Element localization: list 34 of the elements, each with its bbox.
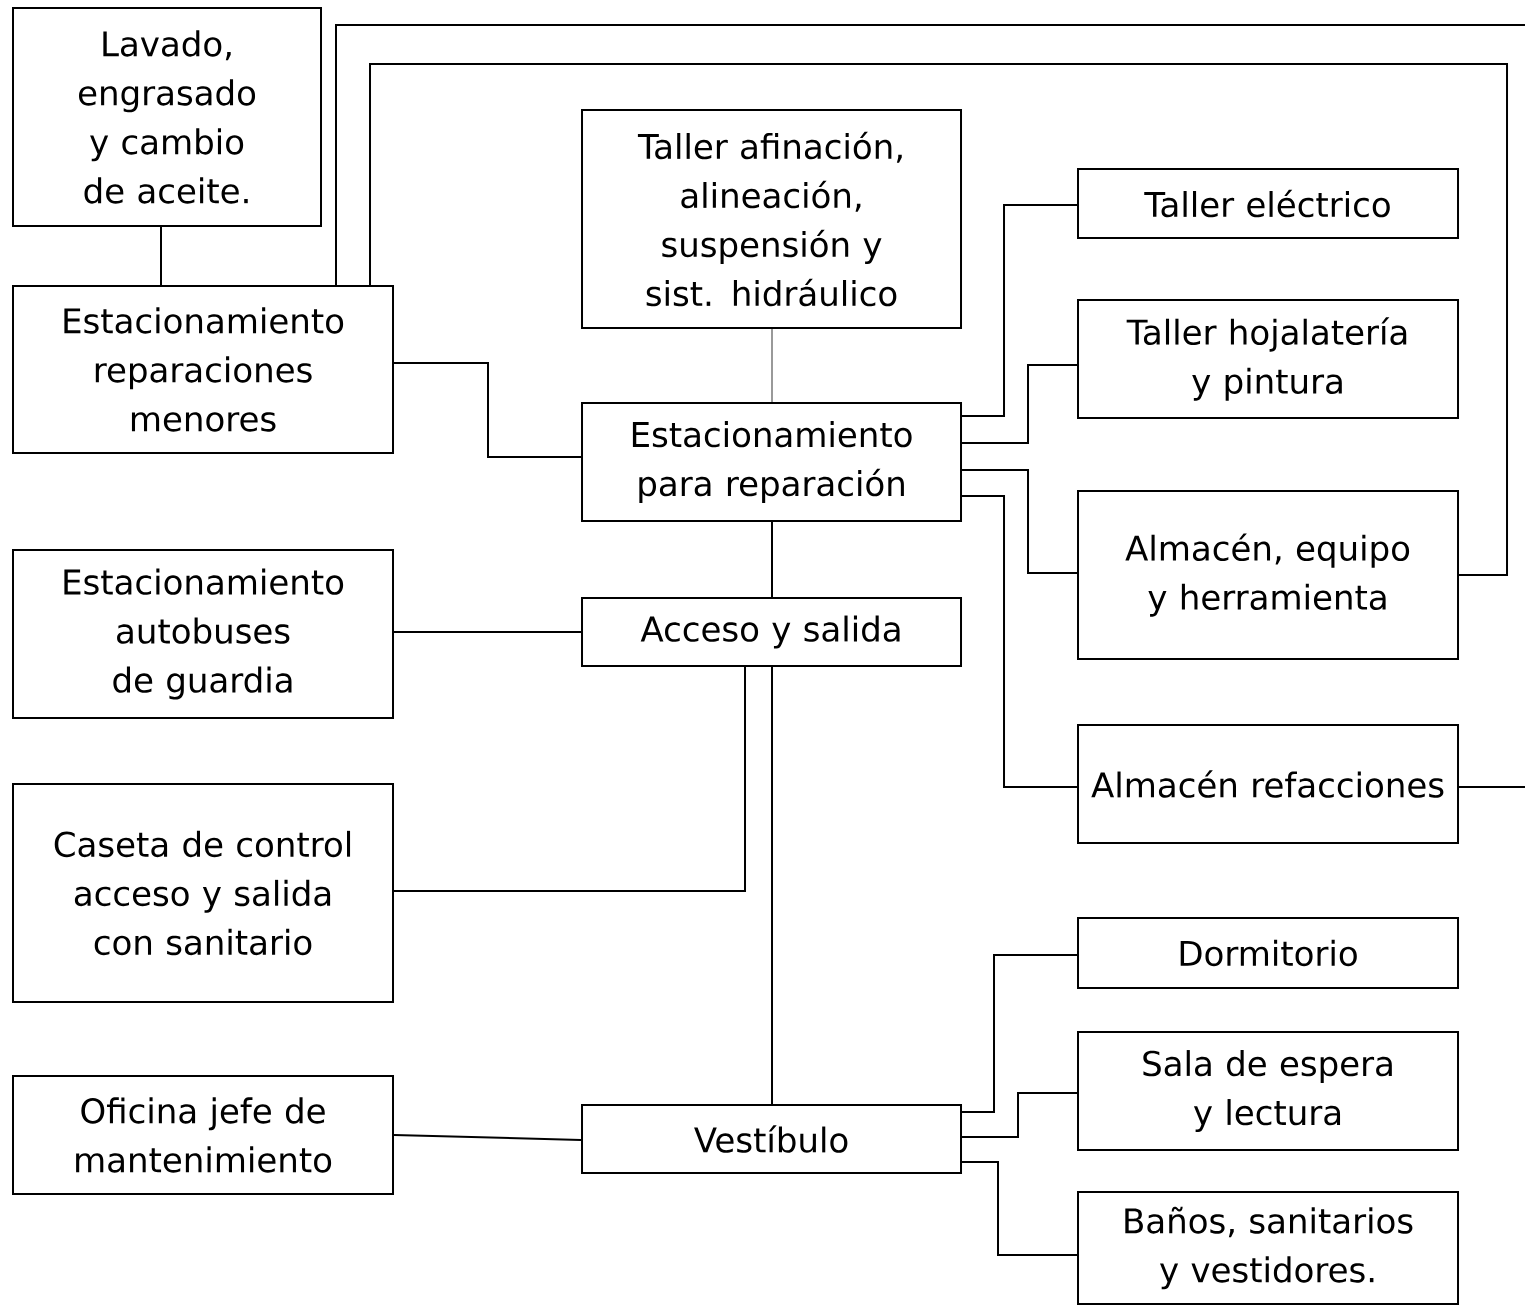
room-box: Dormitorio <box>1077 917 1459 989</box>
connector-line <box>961 954 1078 1113</box>
room-box: Almacén refacciones <box>1077 724 1459 844</box>
room-box: Lavado, engrasado y cambio de aceite. <box>12 7 322 227</box>
connector-line <box>961 469 1078 574</box>
room-box: Almacén, equipo y herramienta <box>1077 490 1459 660</box>
connector-line <box>369 63 1508 576</box>
connector-line <box>160 226 162 286</box>
connector-line <box>961 1161 1078 1256</box>
connector-line <box>393 631 582 633</box>
room-box: Estacionamiento reparaciones menores <box>12 285 394 454</box>
room-box: Estacionamiento autobuses de guardia <box>12 549 394 719</box>
room-box: Oficina jefe de mantenimiento <box>12 1075 394 1195</box>
connector-line <box>771 521 773 598</box>
room-box: Sala de espera y lectura <box>1077 1031 1459 1151</box>
connector-line <box>393 1134 582 1141</box>
connector-line <box>961 1092 1078 1138</box>
connector-line <box>393 666 746 892</box>
room-box: Estacionamiento para reparación <box>581 402 962 522</box>
connector-line <box>1458 786 1525 788</box>
room-box: Baños, sanitarios y vestidores. <box>1077 1191 1459 1305</box>
connector-line <box>771 666 773 1105</box>
connector-line <box>961 495 1078 788</box>
room-box: Caseta de control acceso y salida con sanitario <box>12 783 394 1003</box>
connector-line <box>393 362 582 458</box>
connector-line <box>961 204 1078 417</box>
room-box: Taller afinación, alineación, suspensión y sist. hidráulico <box>581 109 962 329</box>
connector-line <box>961 364 1078 444</box>
room-box: Vestíbulo <box>581 1104 962 1174</box>
room-box: Acceso y salida <box>581 597 962 667</box>
connector-line <box>335 24 1525 286</box>
room-box: Taller hojalatería y pintura <box>1077 299 1459 419</box>
connector-line <box>771 328 773 403</box>
room-box: Taller eléctrico <box>1077 168 1459 239</box>
